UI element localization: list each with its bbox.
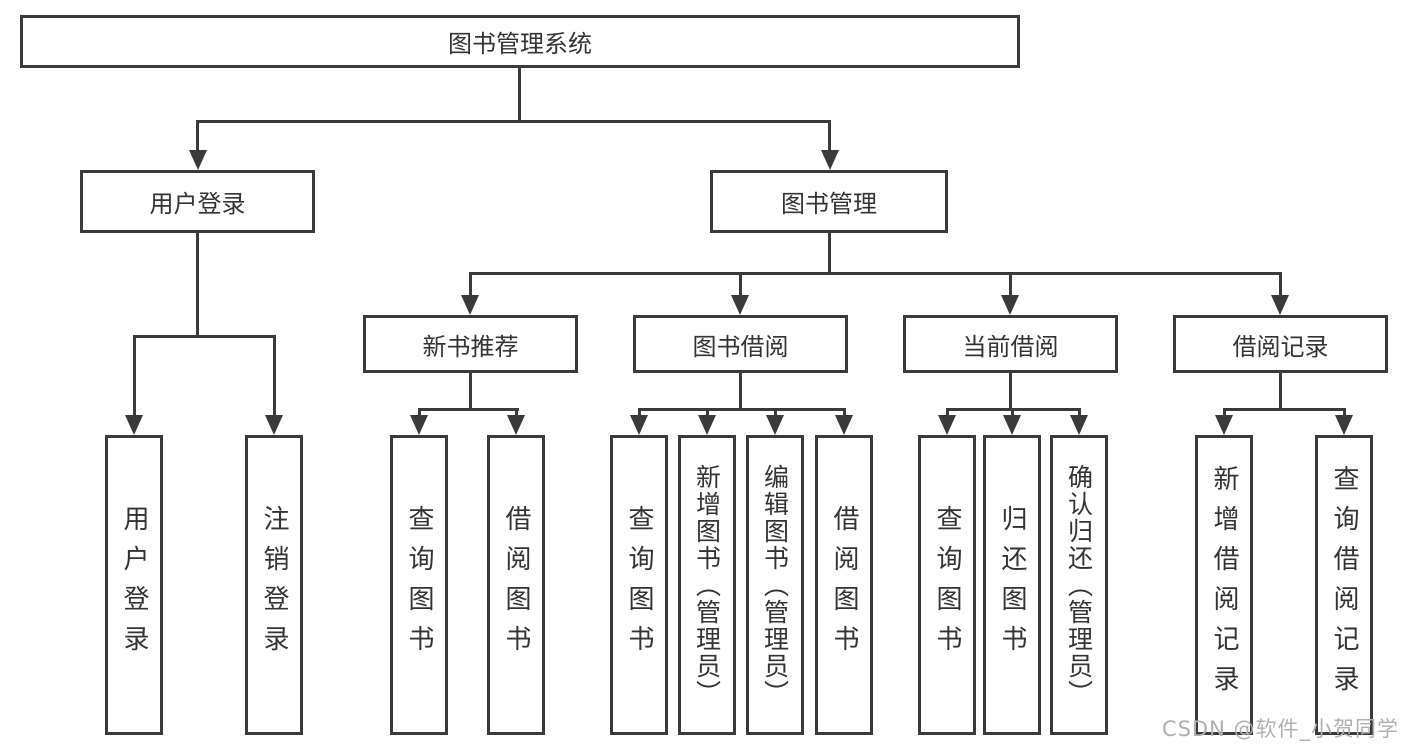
connector-stem <box>1279 373 1282 408</box>
arrow-down-icon <box>265 415 283 435</box>
node-book-borrow: 图书借阅 <box>633 315 848 373</box>
arrow-down-icon <box>125 415 143 435</box>
connector-drop <box>706 408 709 418</box>
node-borrow-records: 借阅记录 <box>1173 315 1388 373</box>
node-user-login: 用户登录 <box>80 170 315 233</box>
leaf-logout: 注销登录 <box>245 435 303 735</box>
arrow-down-icon <box>189 150 207 170</box>
arrow-down-icon <box>1215 415 1233 435</box>
leaf-add-borrow-record: 新增借阅记录 <box>1195 435 1253 735</box>
arrow-down-icon <box>938 415 956 435</box>
connector-drop <box>1078 408 1081 418</box>
arrow-down-icon <box>1271 295 1289 315</box>
leaf-borrow-books: 借阅图书 <box>815 435 873 735</box>
connector-drop <box>1279 272 1282 297</box>
connector-stem <box>1009 373 1012 408</box>
leaf-query-borrow-record: 查询借阅记录 <box>1315 435 1373 735</box>
connector-drop <box>418 408 421 418</box>
node-current-borrow: 当前借阅 <box>903 315 1118 373</box>
connector-bar <box>418 408 519 411</box>
connector-drop <box>515 408 518 418</box>
leaf-query-books: 查询图书 <box>918 435 976 735</box>
leaf-query-books: 查询图书 <box>610 435 668 735</box>
connector-drop <box>469 272 472 297</box>
node-new-book-recommend: 新书推荐 <box>363 315 578 373</box>
leaf-edit-books-admin: 编辑图书（管理员） <box>746 435 804 735</box>
connector-stem <box>739 373 742 408</box>
connector-drop <box>133 335 136 417</box>
arrow-down-icon <box>835 415 853 435</box>
connector-bar <box>638 408 846 411</box>
arrow-down-icon <box>461 295 479 315</box>
connector-drop <box>1343 408 1346 418</box>
arrow-down-icon <box>1335 415 1353 435</box>
connector-book-mgmt-bar <box>469 272 1281 275</box>
connector-bar <box>1223 408 1345 411</box>
connector-drop-book-mgmt <box>828 120 831 152</box>
arrow-down-icon <box>507 415 525 435</box>
connector-drop <box>1009 272 1012 297</box>
connector-drop <box>774 408 777 418</box>
arrow-down-icon <box>821 150 839 170</box>
arrow-down-icon <box>766 415 784 435</box>
csdn-watermark: CSDN @软件_小贺同学 <box>1161 717 1399 741</box>
node-book-management: 图书管理 <box>710 170 948 233</box>
connector-drop <box>946 408 949 418</box>
connector-root-bar <box>196 120 831 123</box>
leaf-borrow-books: 借阅图书 <box>487 435 545 735</box>
arrow-down-icon <box>1070 415 1088 435</box>
node-library-system: 图书管理系统 <box>20 15 1020 68</box>
connector-drop <box>1223 408 1226 418</box>
arrow-down-icon <box>1003 415 1021 435</box>
connector-drop <box>739 272 742 297</box>
connector-drop <box>638 408 641 418</box>
arrow-down-icon <box>410 415 428 435</box>
arrow-down-icon <box>731 295 749 315</box>
connector-stem <box>469 373 472 408</box>
connector-root-stem <box>518 68 521 120</box>
leaf-confirm-return-admin: 确认归还（管理员） <box>1050 435 1108 735</box>
connector-book-mgmt-stem <box>828 233 831 272</box>
connector-drop <box>843 408 846 418</box>
arrow-down-icon <box>1001 295 1019 315</box>
leaf-query-books: 查询图书 <box>390 435 448 735</box>
connector-drop-user-login <box>196 120 199 152</box>
connector-user-login-bar <box>133 335 276 338</box>
leaf-return-books: 归还图书 <box>983 435 1041 735</box>
connector-user-login-stem <box>196 233 199 335</box>
connector-drop <box>273 335 276 417</box>
arrow-down-icon <box>698 415 716 435</box>
leaf-user-login: 用户登录 <box>105 435 163 735</box>
leaf-add-books-admin: 新增图书（管理员） <box>678 435 736 735</box>
arrow-down-icon <box>630 415 648 435</box>
connector-drop <box>1011 408 1014 418</box>
